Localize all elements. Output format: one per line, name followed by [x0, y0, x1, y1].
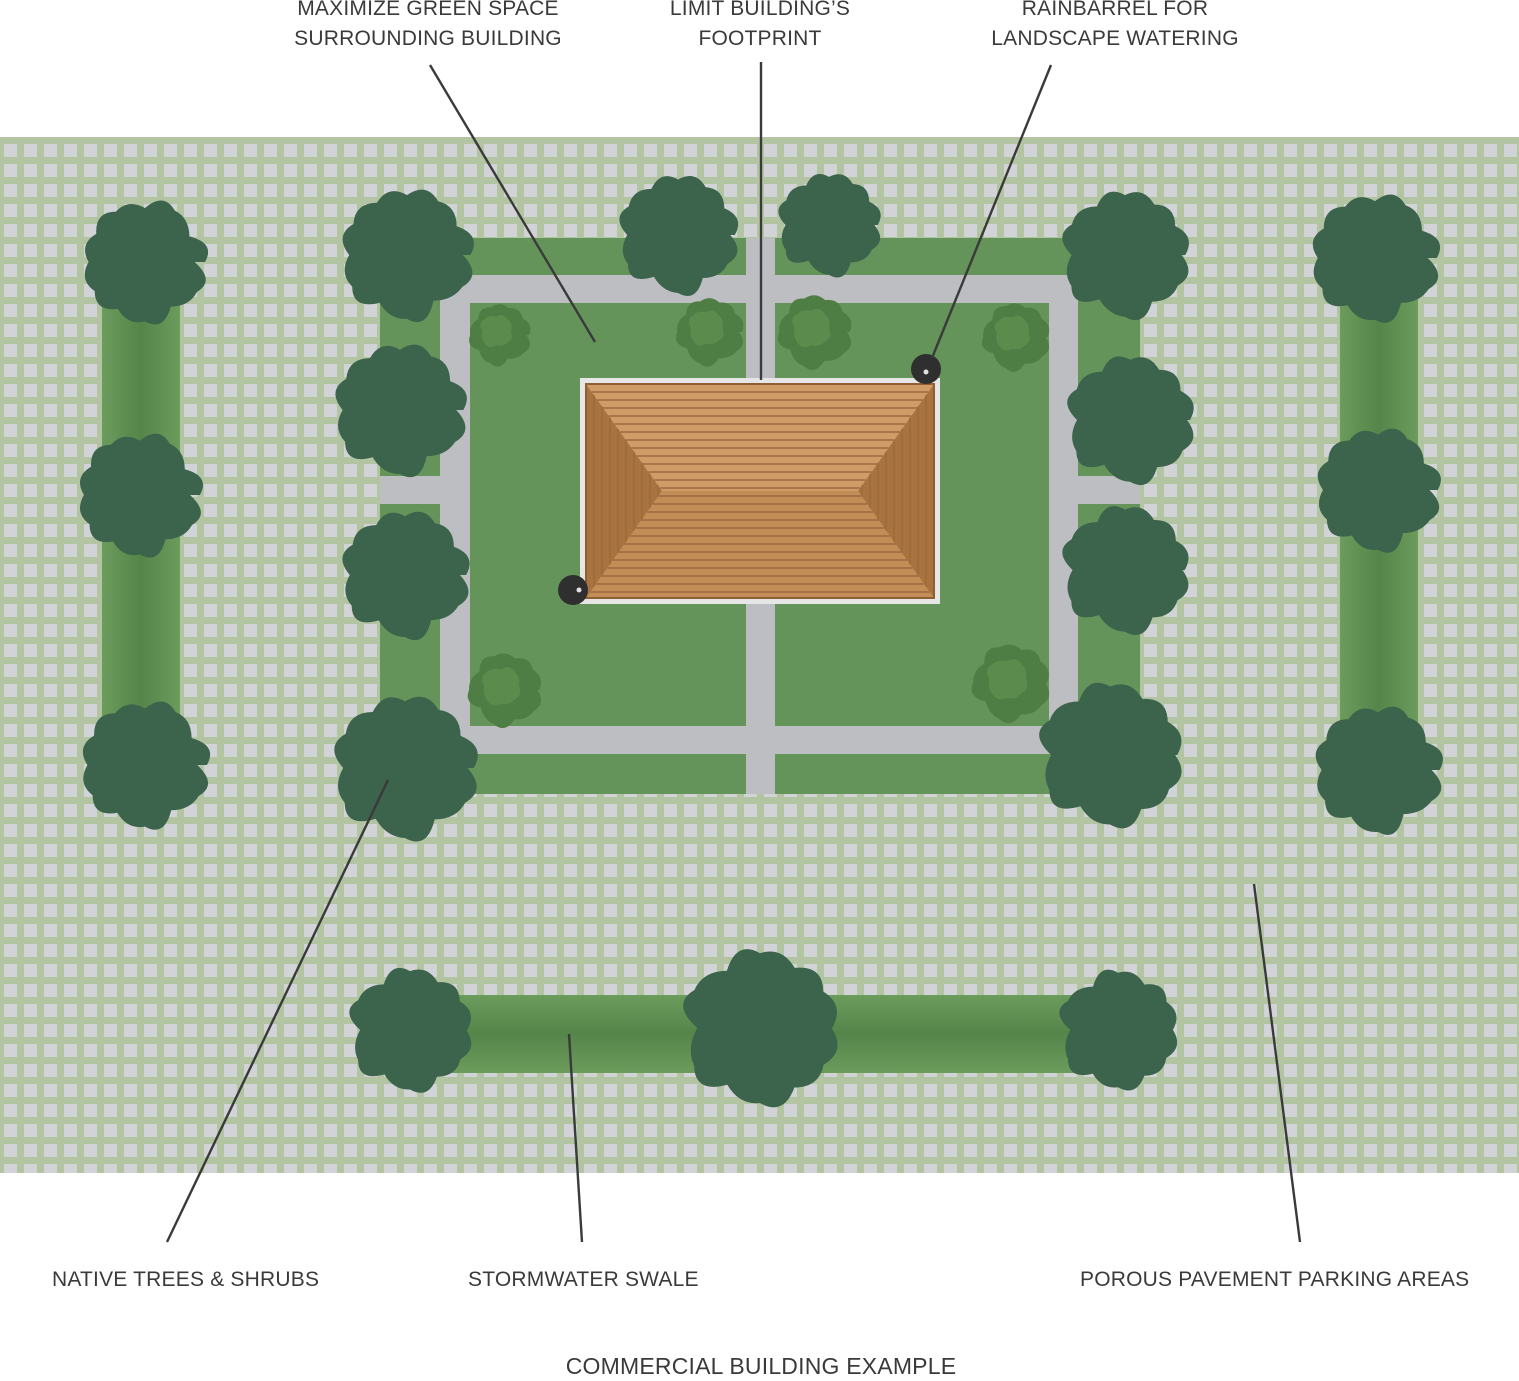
- native-trees: [79, 174, 1443, 1108]
- walkways: [380, 238, 1140, 794]
- tree-icon: [1062, 191, 1189, 321]
- tree-icon: [1062, 506, 1189, 636]
- tree-icon: [1039, 682, 1182, 829]
- tree-icon: [349, 967, 472, 1093]
- leader-lines: [165, 62, 1302, 1243]
- tree-icon: [1067, 356, 1194, 486]
- leader-rainbarrel: [930, 64, 1053, 359]
- tree-icon: [778, 174, 881, 278]
- shrub-highlight: [792, 309, 831, 348]
- native-shrubs: [467, 295, 1050, 729]
- label-rainbarrel: RAINBARREL FOR LANDSCAPE WATERING: [991, 0, 1238, 54]
- label-line: LIMIT BUILDING’S: [669, 0, 851, 20]
- shrub-highlight: [986, 659, 1028, 700]
- label-line: RAINBARREL FOR: [1021, 0, 1209, 20]
- leader-green-space: [428, 64, 597, 343]
- label-line: FOOTPRINT: [698, 27, 822, 50]
- shrub-highlight: [994, 315, 1030, 351]
- building-roof: [580, 378, 940, 604]
- tree-icon: [342, 511, 470, 641]
- leader-swale: [567, 1033, 584, 1243]
- label-maximize-green-space: MAXIMIZE GREEN SPACE SURROUNDING BUILDIN…: [294, 0, 562, 54]
- shrub-highlight: [482, 667, 521, 706]
- rainbarrel-icon: [558, 575, 588, 605]
- rainbarrel-icon: [911, 354, 941, 384]
- tree-icon: [335, 344, 467, 478]
- tree-icon: [683, 949, 838, 1108]
- label-stormwater-swale: STORMWATER SWALE: [468, 1268, 699, 1291]
- label-line: SURROUNDING BUILDING: [294, 27, 562, 50]
- leader-porous: [1252, 883, 1302, 1243]
- shrub-highlight: [480, 315, 513, 347]
- leader-native-trees: [165, 779, 390, 1243]
- tree-icon: [1317, 428, 1441, 553]
- tree-icon: [79, 433, 204, 558]
- label-limit-footprint: LIMIT BUILDING’S FOOTPRINT: [670, 0, 850, 54]
- diagram-caption: COMMERCIAL BUILDING EXAMPLE: [565, 1353, 957, 1379]
- label-line: LANDSCAPE WATERING: [991, 27, 1239, 50]
- label-line: MAXIMIZE GREEN SPACE: [297, 0, 559, 20]
- label-native-trees: NATIVE TREES & SHRUBS: [52, 1268, 320, 1291]
- tree-icon: [619, 176, 739, 296]
- label-porous-pavement: POROUS PAVEMENT PARKING AREAS: [1080, 1268, 1470, 1291]
- tree-icon: [84, 200, 209, 325]
- tree-icon: [334, 696, 478, 842]
- shrub-highlight: [688, 310, 724, 346]
- tree-icon: [1315, 706, 1443, 835]
- tree-icon: [1312, 194, 1441, 323]
- tree-icon: [82, 701, 211, 830]
- tree-icon: [1059, 969, 1178, 1091]
- tree-icon: [342, 189, 474, 323]
